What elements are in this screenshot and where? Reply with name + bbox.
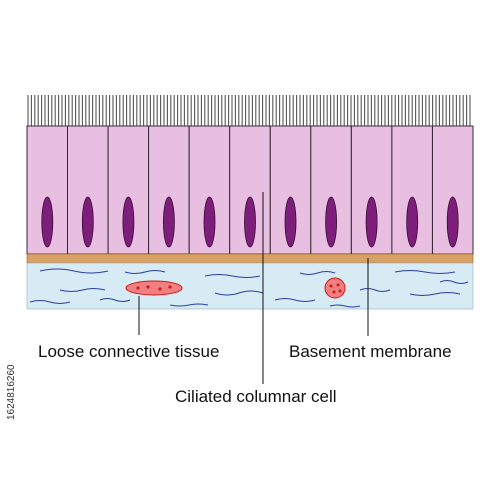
fiber	[274, 298, 316, 302]
cell-nucleus	[365, 196, 378, 248]
cell-granule	[136, 286, 140, 290]
label-basement-membrane: Basement membrane	[289, 342, 452, 361]
cell-nucleus	[406, 196, 419, 248]
fiber	[124, 270, 166, 274]
cell-nucleus	[81, 196, 94, 248]
cell-granule	[329, 284, 333, 288]
fiber	[204, 274, 261, 278]
columnar-cells	[26, 125, 474, 255]
cell-nucleus	[203, 196, 216, 248]
fiber	[39, 268, 109, 274]
cell-nucleus	[325, 196, 338, 248]
cilia	[27, 95, 471, 126]
fiber	[394, 270, 456, 274]
loose-connective-tissue	[26, 262, 474, 310]
fiber	[59, 288, 106, 292]
elongated-blood-cell	[125, 280, 183, 296]
cell-granule	[338, 289, 342, 293]
fiber	[329, 304, 361, 308]
fiber	[299, 271, 336, 275]
label-ciliated-columnar-cell: Ciliated columnar cell	[175, 387, 337, 406]
fiber	[214, 290, 264, 296]
fiber	[359, 288, 391, 292]
cell-nucleus	[162, 196, 175, 248]
stock-id-text: 1624816260	[6, 364, 17, 420]
fiber	[29, 300, 71, 304]
cell-granule	[168, 285, 172, 289]
round-blood-cell	[324, 277, 346, 299]
cell-granule	[146, 285, 150, 289]
fiber	[169, 303, 209, 307]
basement-membrane	[26, 253, 474, 264]
fiber	[99, 298, 131, 302]
cell-nucleus	[244, 196, 256, 248]
fiber	[439, 280, 469, 284]
cell-nucleus	[41, 196, 54, 248]
cell-nucleus	[122, 196, 135, 248]
cell-granule	[158, 287, 162, 291]
connective-fibers	[29, 268, 469, 308]
cell-granule	[332, 290, 336, 294]
cell-granule	[336, 283, 340, 287]
cell-nucleus	[284, 196, 297, 248]
cell-nucleus	[446, 196, 459, 248]
label-loose-connective-tissue: Loose connective tissue	[38, 342, 219, 361]
fiber	[409, 292, 461, 296]
